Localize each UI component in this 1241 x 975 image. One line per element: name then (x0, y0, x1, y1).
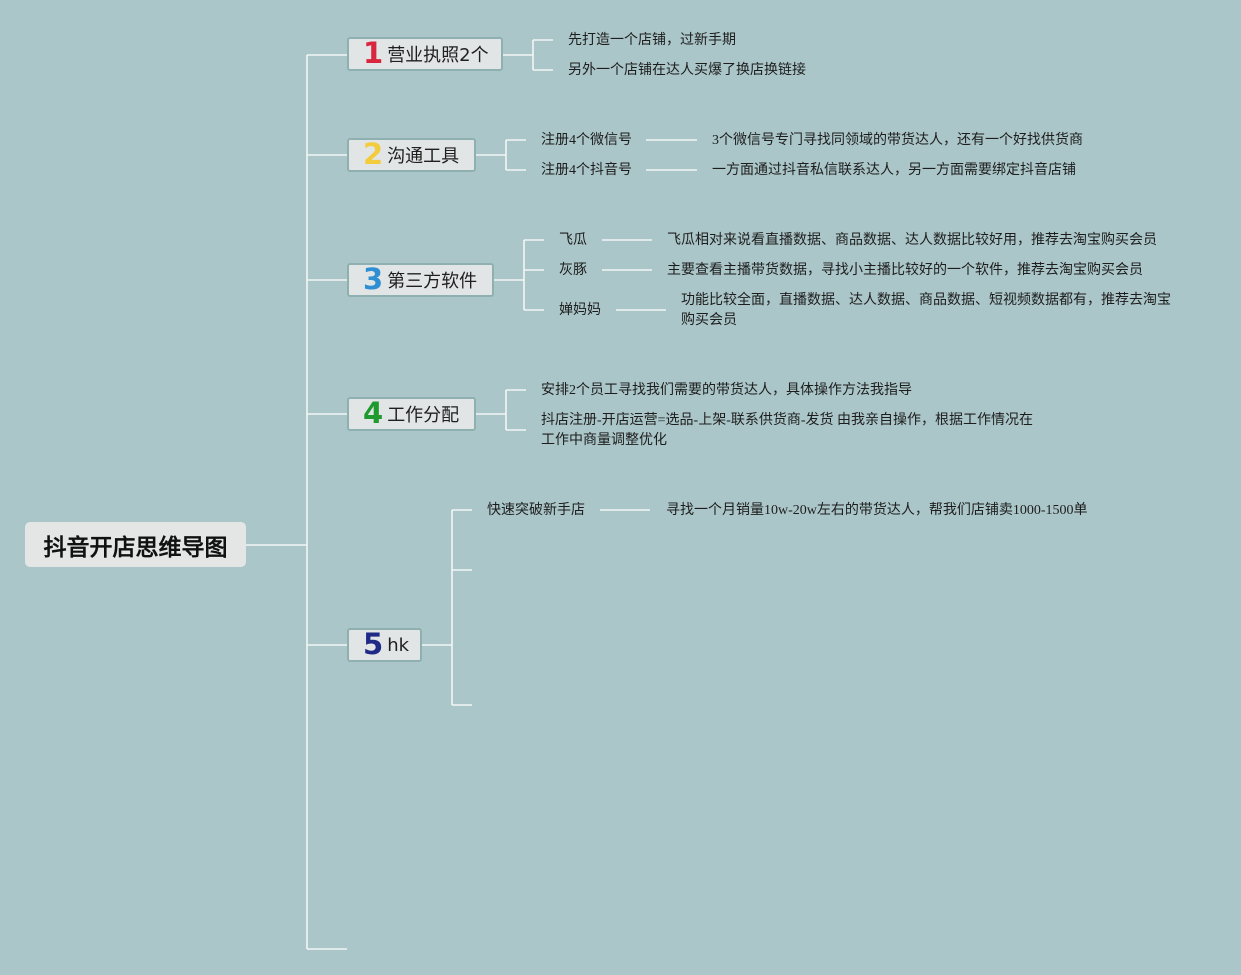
branch-2-item-2[interactable]: 注册4个抖音号 (541, 163, 632, 178)
branch-3-item-1[interactable]: 飞瓜 (559, 233, 587, 248)
number-4-icon: 4 (363, 395, 384, 430)
branch-2-item-1[interactable]: 注册4个微信号 (541, 133, 632, 148)
number-1-icon: 1 (363, 35, 384, 70)
branch-label: hk (387, 634, 410, 656)
branch-1[interactable]: 1 营业执照2个 (347, 37, 503, 71)
root-topic[interactable]: 抖音开店思维导图 (25, 522, 246, 567)
branch-3-item-3-detail[interactable]: 功能比较全面，直播数据、达人数据、商品数据、短视频数据都有，推荐去淘宝购买会员 (681, 293, 1171, 328)
branch-4-item-1[interactable]: 安排2个员工寻找我们需要的带货达人，具体操作方法我指导 (541, 383, 912, 398)
branch-3-item-2-detail[interactable]: 主要查看主播带货数据，寻找小主播比较好的一个软件，推荐去淘宝购买会员 (667, 263, 1143, 278)
number-3-icon: 3 (363, 261, 384, 296)
branch-2[interactable]: 2 沟通工具 (347, 138, 476, 172)
branch-3-item-3[interactable]: 婵妈妈 (559, 303, 601, 318)
branch-3[interactable]: 3 第三方软件 (347, 263, 494, 297)
branch-label: 沟通工具 (387, 146, 460, 167)
branch-1-item-2[interactable]: 另外一个店铺在达人买爆了换店换链接 (568, 63, 806, 78)
root-title: 抖音开店思维导图 (43, 534, 228, 561)
branch-2-item-2-detail[interactable]: 一方面通过抖音私信联系达人，另一方面需要绑定抖音店铺 (712, 163, 1076, 178)
branch-5[interactable]: 5 hk (347, 628, 422, 662)
branch-3-item-2[interactable]: 灰豚 (559, 263, 587, 278)
branch-2-item-1-detail[interactable]: 3个微信号专门寻找同领域的带货达人，还有一个好找供货商 (712, 133, 1083, 148)
branch-3-item-1-detail[interactable]: 飞瓜相对来说看直播数据、商品数据、达人数据比较好用，推荐去淘宝购买会员 (667, 233, 1157, 248)
branch-label: 营业执照2个 (387, 45, 489, 66)
number-2-icon: 2 (363, 136, 384, 171)
branch-4[interactable]: 4 工作分配 (347, 397, 476, 431)
branch-4-item-2[interactable]: 抖店注册-开店运营=选品-上架-联系供货商-发货 由我亲自操作，根据工作情况在工… (541, 413, 1034, 448)
branch-5-item-1-detail[interactable]: 寻找一个月销量10w-20w左右的带货达人，帮我们店铺卖1000-1500单 (666, 503, 1088, 518)
branch-label: 工作分配 (387, 405, 460, 426)
branch-label: 第三方软件 (387, 271, 478, 292)
number-5-icon: 5 (363, 626, 384, 661)
branch-5-item-1[interactable]: 快速突破新手店 (487, 503, 585, 518)
branch-1-item-1[interactable]: 先打造一个店铺，过新手期 (568, 33, 736, 48)
